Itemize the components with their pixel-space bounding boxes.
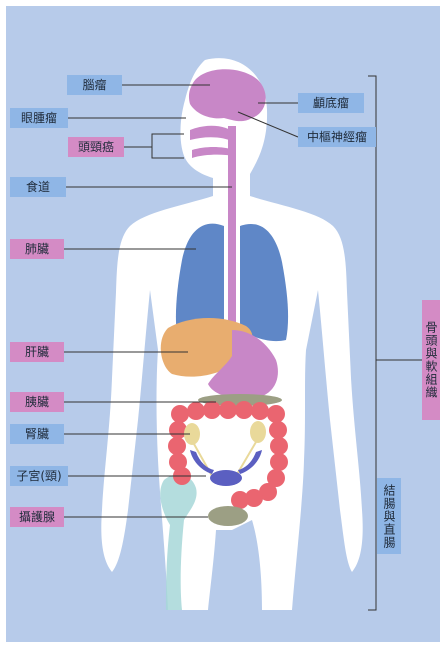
label-skull-base-tumor: 顱底瘤 [298, 93, 364, 113]
label-head-neck-cancer: 頭頸癌 [68, 137, 124, 157]
esophagus-tube [228, 126, 236, 346]
label-eye-tumor: 眼腫瘤 [10, 108, 68, 128]
label-brain-tumor: 腦瘤 [67, 75, 122, 95]
right-kidney [250, 421, 266, 443]
label-cervix: 子宮(頸) [10, 466, 68, 486]
label-prostate: 攝護腺 [10, 507, 64, 527]
label-liver: 肝臟 [10, 342, 64, 362]
label-kidney: 腎臟 [10, 424, 64, 444]
label-lung: 肺臟 [10, 239, 64, 259]
label-pancreas: 胰臟 [10, 392, 64, 412]
label-colorectal: 結腸與直腸 [377, 478, 401, 554]
label-esophagus: 食道 [10, 177, 66, 197]
label-bone-soft-tissue: 骨頭與軟組織 [422, 300, 440, 420]
label-cns-tumor: 中樞神經瘤 [298, 127, 376, 147]
prostate-organ [208, 506, 248, 526]
